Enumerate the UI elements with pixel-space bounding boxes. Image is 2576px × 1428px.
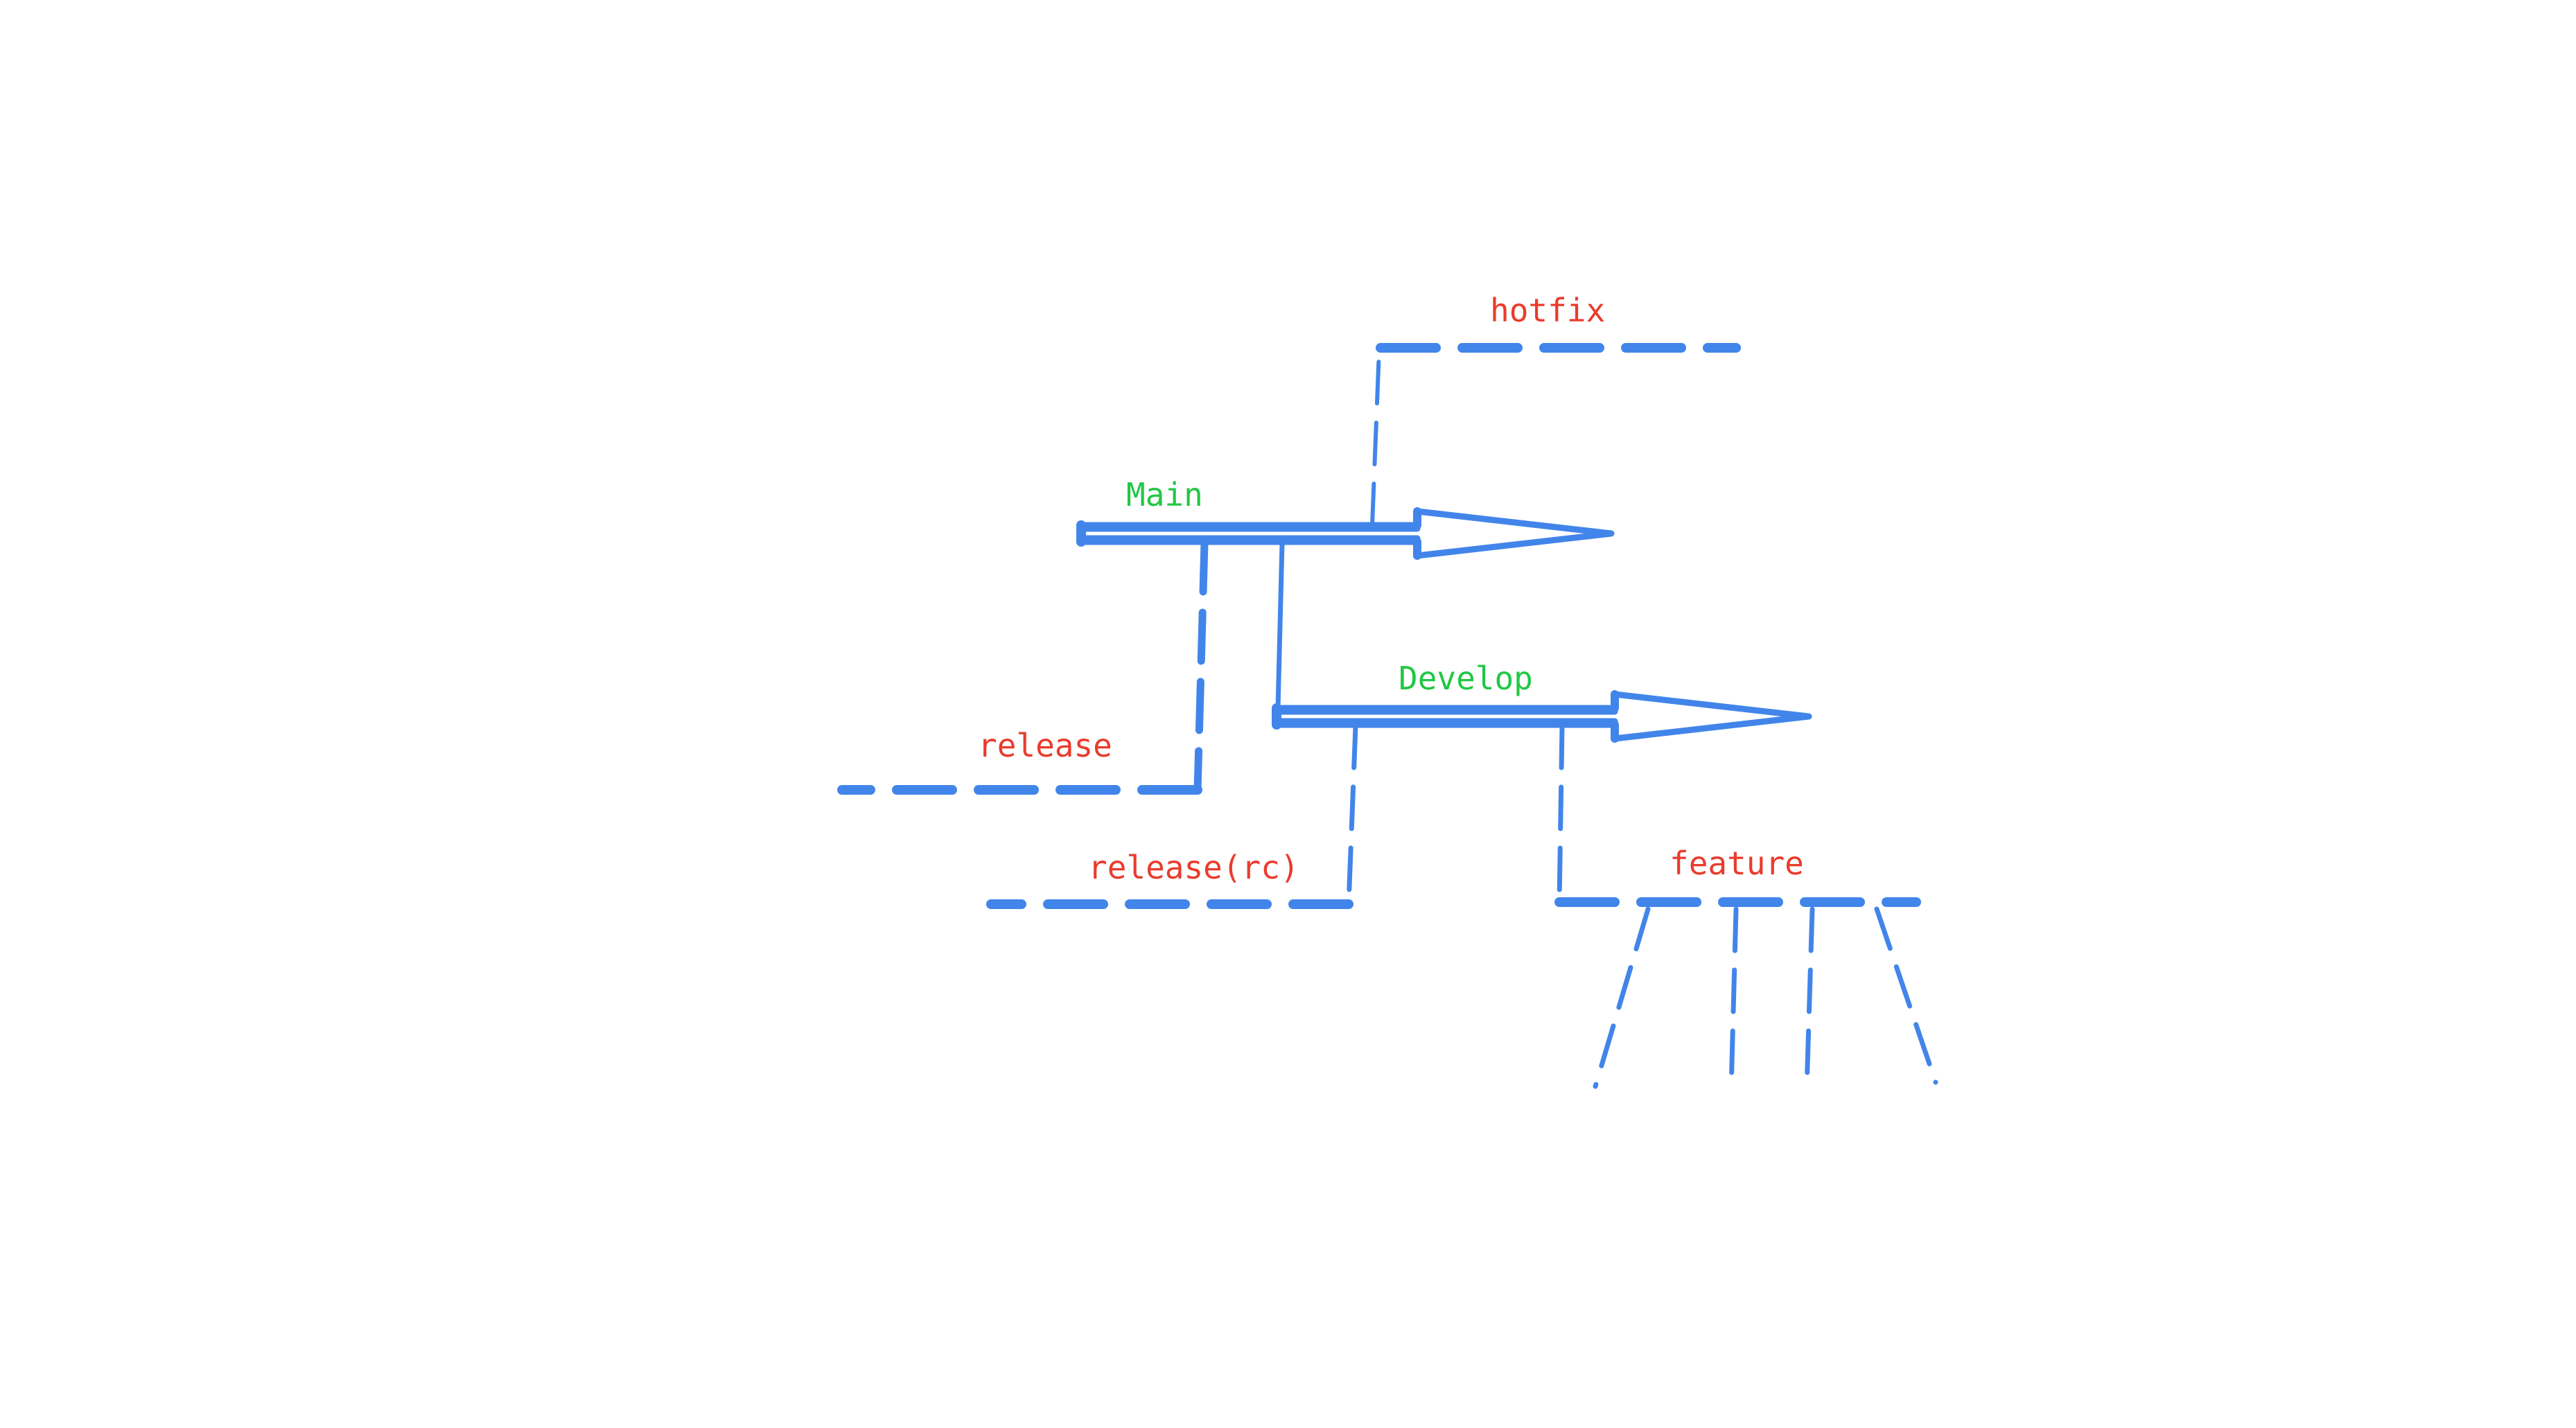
release-label: release	[978, 727, 1112, 764]
hotfix-branch	[1370, 343, 1741, 527]
main-arrow	[1076, 507, 1615, 560]
release-rc-label: release(rc)	[1088, 849, 1299, 886]
main-label: Main	[1126, 476, 1203, 513]
main-to-develop-connector	[1275, 540, 1285, 711]
release-branch	[837, 539, 1209, 795]
feature-label: feature	[1670, 845, 1804, 882]
feature-branch	[1554, 723, 1938, 1092]
feature-sub-branch-1	[1593, 906, 1651, 1089]
develop-arrow	[1272, 690, 1812, 743]
release-rc-branch	[986, 723, 1358, 909]
hotfix-label: hotfix	[1490, 292, 1605, 329]
feature-sub-branch-4	[1874, 906, 1938, 1085]
feature-sub-branch-2	[1728, 906, 1739, 1092]
develop-label: Develop	[1399, 660, 1533, 697]
feature-sub-branch-3	[1804, 906, 1815, 1092]
